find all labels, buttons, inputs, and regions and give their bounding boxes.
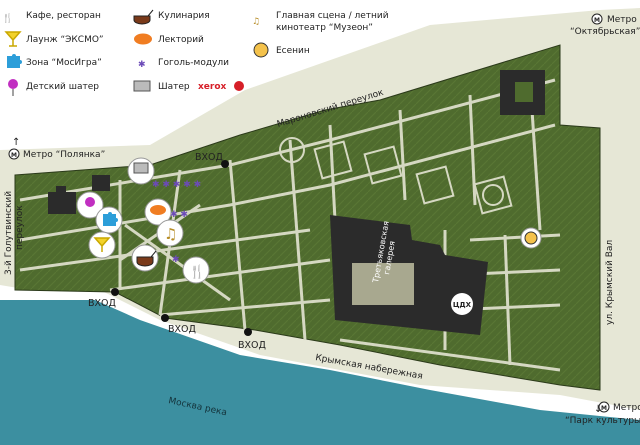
metro-polyanka[interactable]: ↑ М Метро “Полянка”: [8, 137, 105, 160]
street-golutvinsky-1: 3-й Голутвинский: [4, 191, 14, 275]
main-stage-marker-icon[interactable]: ♫: [164, 225, 177, 243]
entrance-left-dot[interactable]: [111, 288, 119, 296]
entrance-left-label: ВХОД: [88, 298, 116, 309]
xerox-ball-icon: [234, 81, 244, 91]
map-markers: ♫ 🍴: [76, 157, 542, 284]
svg-text:Кафе, ресторан: Кафе, ресторан: [26, 11, 101, 21]
street-krymsky-val: ул. Крымский Вал: [605, 240, 615, 325]
music-note-icon: ♫: [252, 17, 260, 27]
pan-icon: [133, 9, 154, 25]
svg-text:Лаунж “ЭКСМО”: Лаунж “ЭКСМО”: [26, 35, 104, 45]
svg-text:Есенин: Есенин: [276, 46, 310, 56]
svg-text:Метро: Метро: [613, 403, 640, 413]
svg-text:✱: ✱: [172, 255, 180, 265]
legend-mosigra: Зона “МосИгра”: [7, 54, 102, 68]
entrance-bottom-label: ВХОД: [238, 340, 266, 351]
svg-text:Гоголь-модули: Гоголь-модули: [158, 58, 229, 68]
legend-kulinaria: Кулинария: [133, 9, 210, 25]
puzzle-icon: [7, 54, 22, 68]
legend-main-stage: ♫ Главная сцена / летний кинотеатр “Музе…: [252, 11, 389, 33]
legend-gogol: ✱ Гоголь-модули: [138, 58, 229, 70]
svg-text:✱ ✱ ✱ ✱ ✱: ✱ ✱ ✱ ✱ ✱: [152, 180, 201, 190]
svg-text:↑: ↑: [12, 137, 20, 148]
metro-park-kultury-label: “Парк культуры”: [565, 416, 640, 426]
small-building-left: [48, 192, 76, 214]
svg-text:✱ ✱: ✱ ✱: [170, 210, 188, 220]
gogol-modules: ✱ ✱ ✱ ✱ ✱ ✱ ✱ ✱: [152, 180, 201, 265]
metro-oktyabrskaya[interactable]: М Метро “Октябрьская”: [570, 13, 640, 37]
xerox-logo: xerox: [198, 82, 227, 92]
svg-text:Главная сцена / летний: Главная сцена / летний: [276, 11, 389, 21]
formal-garden: [279, 137, 513, 215]
lektoriy-marker-icon[interactable]: [150, 205, 166, 215]
asterisk-icon: ✱: [138, 60, 146, 70]
balloon-icon: [8, 79, 18, 89]
xerox-tent-marker-icon[interactable]: [133, 162, 149, 174]
street-golutvinsky-2: переулок: [15, 205, 25, 250]
svg-text:М: М: [601, 405, 607, 412]
svg-text:↓: ↓: [594, 404, 602, 415]
svg-text:кинотеатр “Музеон”: кинотеатр “Музеон”: [276, 23, 373, 33]
legend-kids-tent: Детский шатер: [8, 79, 99, 96]
cdh-label: ЦДХ: [453, 301, 472, 309]
moskva-river: [0, 300, 640, 445]
mosigra-marker-icon[interactable]: [103, 212, 118, 226]
svg-text:Лекторий: Лекторий: [158, 35, 204, 45]
metro-oktyabrskaya-label: “Октябрьская”: [570, 27, 640, 37]
metro-oktyabrskaya-icon: [591, 13, 603, 25]
svg-text:Зона “МосИгра”: Зона “МосИгра”: [26, 58, 102, 68]
cafe-icon: 🍴: [2, 12, 13, 24]
svg-text:М: М: [594, 17, 600, 24]
speech-bubble-icon: [134, 33, 152, 45]
legend: 🍴 Кафе, ресторан Лаунж “ЭКСМО” Зона “Мос…: [2, 9, 389, 96]
legend-xerox: Шатер xerox: [133, 80, 244, 92]
kids-tent-marker-icon[interactable]: [85, 197, 95, 207]
legend-esenin: Есенин: [253, 42, 310, 58]
svg-text:М: М: [11, 152, 17, 159]
lounge-marker-icon[interactable]: [93, 237, 111, 252]
metro-park-kultury[interactable]: ↓ М Метро “Парк культуры”: [565, 401, 640, 426]
metro-park-kultury-icon: [598, 401, 610, 413]
esenin-portrait-icon: [253, 42, 269, 58]
cocktail-icon: [4, 31, 22, 47]
svg-text:Метро: Метро: [607, 15, 637, 25]
metro-polyanka-label: Метро “Полянка”: [23, 150, 105, 160]
cafe-marker-icon[interactable]: 🍴: [189, 264, 205, 280]
kulinaria-marker-icon[interactable]: [136, 250, 157, 267]
cdh-badge: [451, 293, 473, 315]
entrance-bottom-dot[interactable]: [244, 328, 252, 336]
svg-text:Шатер: Шатер: [158, 82, 190, 92]
printer-icon: [133, 80, 151, 92]
entrance-middle-label: ВХОД: [168, 324, 196, 335]
entrance-top-dot[interactable]: [221, 160, 229, 168]
entrance-top-label: ВХОД: [195, 152, 223, 163]
svg-text:Кулинария: Кулинария: [158, 11, 210, 21]
entrance-middle-dot[interactable]: [161, 314, 169, 322]
legend-lounge: Лаунж “ЭКСМО”: [4, 31, 104, 47]
svg-text:Детский шатер: Детский шатер: [26, 82, 99, 92]
esenin-marker-icon[interactable]: [524, 231, 538, 245]
legend-lektoriy: Лекторий: [134, 33, 204, 45]
legend-cafe: 🍴 Кафе, ресторан: [2, 11, 101, 24]
metro-polyanka-icon: [8, 148, 20, 160]
small-building-top: [92, 175, 110, 191]
